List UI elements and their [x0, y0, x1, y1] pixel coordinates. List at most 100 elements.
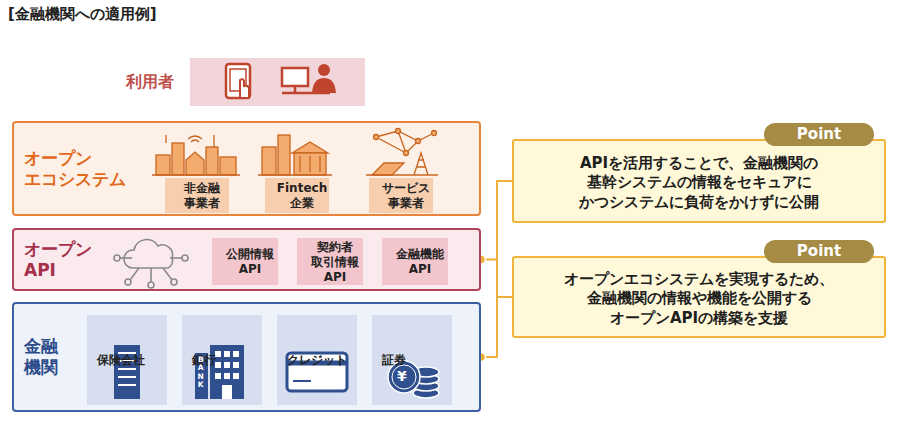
- cloud-network-part: [124, 240, 173, 268]
- tablet-icon-part: [226, 64, 250, 98]
- city-icon-part: [206, 147, 218, 175]
- city-icon-part: [188, 136, 202, 139]
- pc-user-icon-part: [294, 86, 297, 92]
- layer-heading: 利用者: [126, 72, 174, 93]
- industry-icon-part: [292, 142, 328, 153]
- user-icons: [190, 58, 365, 106]
- box-label: 契約者 取引情報 API: [307, 239, 363, 284]
- layer-heading: 金融 機関: [24, 336, 69, 379]
- api-box: 契約者 取引情報 API: [297, 238, 363, 285]
- bank-windows-part: [222, 385, 232, 399]
- service-icon-part: [416, 139, 421, 144]
- service-icon-part: [396, 129, 401, 134]
- api-box: 公開情報 API: [212, 238, 278, 285]
- box-label: 保険会社: [97, 353, 145, 368]
- service-icon: [366, 129, 438, 176]
- industry-icon-part: [258, 174, 332, 175]
- building-stripes-part: [118, 384, 136, 386]
- credit-card-icon-part: [293, 380, 311, 382]
- yen-sign: ¥: [397, 368, 407, 384]
- point-tag: Point: [764, 240, 874, 263]
- callout-connector: [481, 181, 512, 357]
- cloud-network-part: [125, 279, 131, 285]
- institution-band: 保険会社 銀行BANK クレジット 証券¥ 金融 機関: [12, 302, 481, 412]
- city-icon-part: [152, 174, 240, 175]
- city-icon-part: [156, 155, 170, 175]
- industry-icon-part: [299, 156, 300, 172]
- credit-card-icon-part: [287, 353, 347, 391]
- coin-stack: [413, 367, 439, 398]
- tablet-icon: [226, 64, 250, 98]
- cloud-network-part: [120, 257, 132, 259]
- service-icon-part: [366, 174, 438, 175]
- bank-windows: [215, 351, 239, 399]
- participant-box: サービス 事業者: [369, 178, 433, 213]
- tablet-icon-part: [240, 79, 249, 98]
- service-icon-part: [372, 163, 404, 175]
- service-icon-part: [432, 131, 437, 136]
- city-icon-part: [186, 152, 204, 175]
- box-label: Fintech 企業: [275, 181, 329, 211]
- point-tag: Point: [764, 123, 874, 146]
- pc-user-icon-part: [282, 68, 308, 86]
- cloud-network-part: [148, 282, 154, 288]
- cloud-network-part: [171, 279, 177, 285]
- layer-heading: オープン API: [24, 238, 109, 281]
- api-box: 金融機能 API: [382, 238, 448, 285]
- bank-windows-part: [224, 351, 230, 357]
- building-stripes-part: [118, 376, 136, 378]
- coin-stack-part: [413, 374, 439, 384]
- point-text: APIを活用することで、金融機関の 基幹システムの情報をセキュアに かつシステム…: [526, 154, 872, 213]
- point-text: オープンエコシステムを実現するため、 金融機関の情報や機能を公開する オープンA…: [526, 270, 872, 329]
- box-label: 公開情報 API: [222, 247, 278, 277]
- institution-box: クレジット: [277, 315, 357, 405]
- industry-icon-part: [309, 156, 310, 172]
- box-label: 証券: [382, 353, 406, 368]
- cloud-network-part: [182, 255, 188, 261]
- city-icon-part: [191, 140, 199, 142]
- service-icon-part: [374, 135, 379, 140]
- cloud-network: [114, 240, 188, 288]
- api-band: 公開情報 API 契約者 取引情報 API 金融機能 API オープン API: [12, 228, 481, 291]
- user-band: 利用者: [190, 58, 365, 106]
- industry-icon-part: [319, 156, 320, 172]
- pc-user-icon: [282, 64, 336, 93]
- box-label: 金融機能 API: [392, 247, 448, 277]
- city-icon: [152, 135, 240, 175]
- cloud-network-part: [114, 255, 120, 261]
- cloud-network-part: [163, 268, 172, 280]
- coin-stack-part: [413, 367, 439, 377]
- bank-windows-part: [233, 351, 239, 357]
- cloud-network-part: [170, 257, 182, 259]
- box-label: サービス 事業者: [379, 181, 433, 211]
- point-callout: PointAPIを活用することで、金融機関の 基幹システムの情報をセキュアに か…: [512, 139, 886, 223]
- diagram-title: [金融機関への適用例]: [8, 5, 157, 24]
- service-icon-part: [414, 153, 428, 175]
- bank-sign: BANK: [197, 356, 205, 389]
- callout-connector: [481, 260, 512, 298]
- cloud-network-part: [150, 268, 152, 282]
- institution-box: 保険会社: [87, 315, 167, 405]
- cloud-network-part: [130, 268, 139, 280]
- service-icon-part: [404, 151, 409, 156]
- bank-windows-part: [233, 373, 239, 379]
- institution-box: 証券¥: [372, 315, 452, 405]
- industry-icon-part: [278, 135, 290, 175]
- building-stripes-part: [118, 368, 136, 370]
- layer-heading: オープン エコシステム: [24, 147, 159, 190]
- industry-icon-part: [294, 153, 326, 175]
- tablet-icon-part: [230, 69, 246, 91]
- bank-windows-part: [215, 373, 221, 379]
- coin-stack-part: [413, 388, 439, 398]
- industry-icon-part: [262, 147, 276, 175]
- pc-user-icon-part: [318, 64, 330, 76]
- securities-icon-part: [392, 365, 416, 389]
- service-icon-part: [376, 131, 434, 153]
- city-icon-part: [172, 143, 184, 175]
- coin-stack-part: [413, 381, 439, 391]
- box-label: 非金融 事業者: [175, 181, 229, 211]
- industry-icon: [258, 135, 332, 175]
- institution-box: 銀行BANK: [182, 315, 262, 405]
- pc-user-icon-part: [282, 92, 330, 95]
